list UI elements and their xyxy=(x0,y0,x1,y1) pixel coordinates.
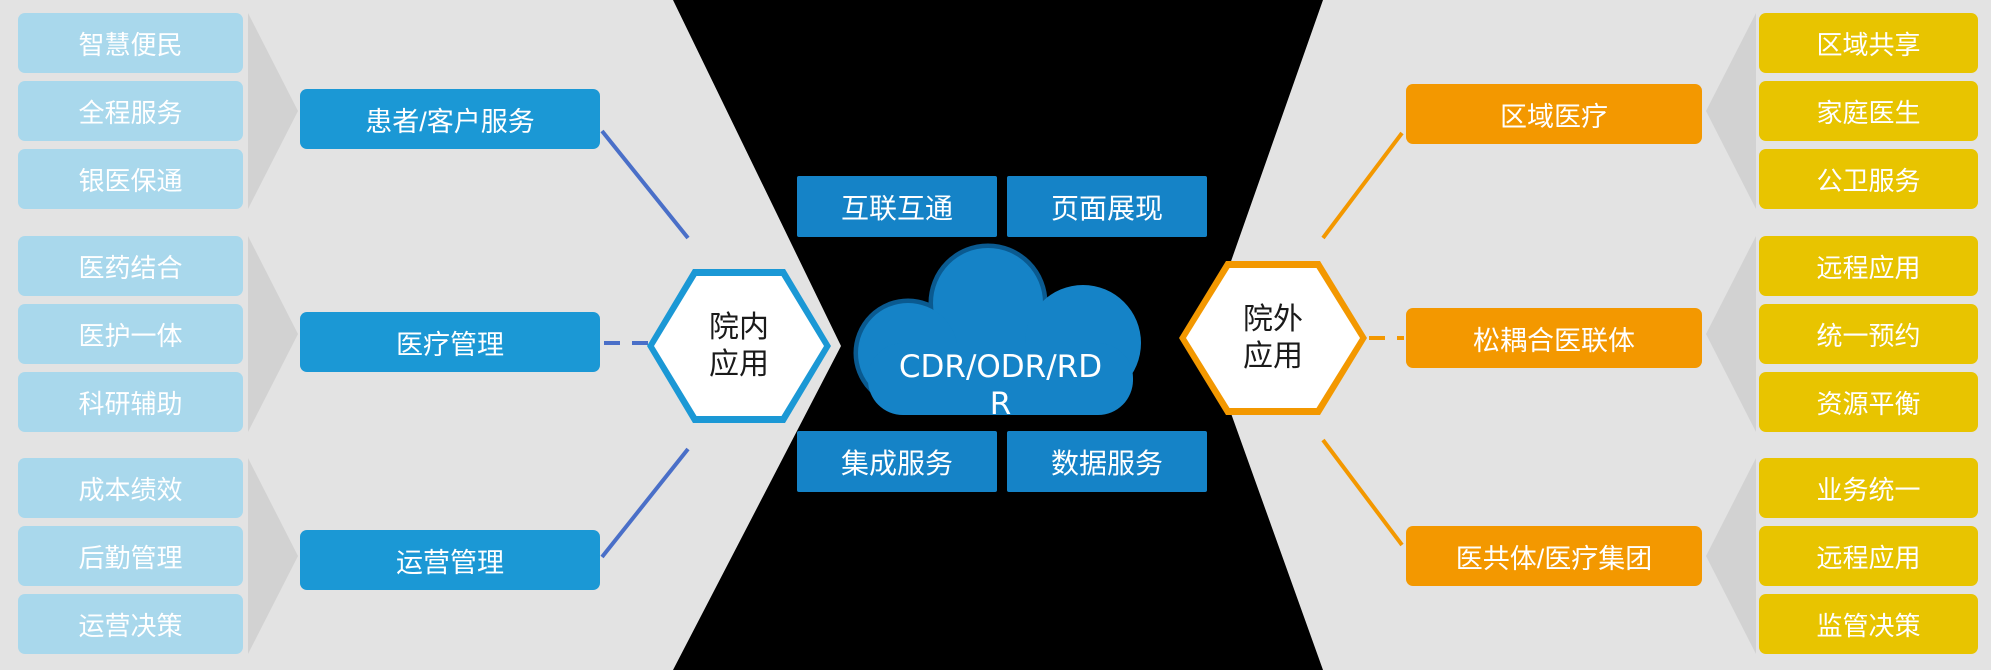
feature-box-remote-app-2: 远程应用 xyxy=(1759,526,1978,586)
feature-box-regional-share: 区域共享 xyxy=(1759,13,1978,73)
service-box-operation-management: 运营管理 xyxy=(300,530,600,590)
hexagon-inner-hospital-apps: 院内 应用 xyxy=(647,269,831,423)
platform-box-interconnect: 互联互通 xyxy=(797,176,997,237)
feature-box-operation-decision: 运营决策 xyxy=(18,594,243,654)
feature-box-doctor-nurse: 医护一体 xyxy=(18,304,243,364)
feature-box-research-assist: 科研辅助 xyxy=(18,372,243,432)
hexagon-label-line2: 应用 xyxy=(1243,340,1303,373)
platform-box-page-display: 页面展现 xyxy=(1007,176,1207,237)
feature-box-public-health: 公卫服务 xyxy=(1759,149,1978,209)
feature-box-smart-convenience: 智慧便民 xyxy=(18,13,243,73)
service-box-patient-customer: 患者/客户服务 xyxy=(300,89,600,149)
line-patient-to-inner-hex xyxy=(600,129,690,240)
service-box-medical-group: 医共体/医疗集团 xyxy=(1406,526,1702,586)
service-box-loose-alliance: 松耦合医联体 xyxy=(1406,308,1702,368)
hexagon-label-line2: 应用 xyxy=(709,348,769,381)
feature-box-family-doctor: 家庭医生 xyxy=(1759,81,1978,141)
hexagon-outer-hospital-apps: 院外 应用 xyxy=(1179,261,1367,415)
line-outer-hex-to-group xyxy=(1321,438,1404,547)
service-box-medical-management: 医疗管理 xyxy=(300,312,600,372)
feature-box-full-service: 全程服务 xyxy=(18,81,243,141)
hexagon-label-line1: 院内 xyxy=(709,310,769,344)
feature-box-resource-balance: 资源平衡 xyxy=(1759,372,1978,432)
platform-box-data-service: 数据服务 xyxy=(1007,431,1207,492)
platform-box-integration: 集成服务 xyxy=(797,431,997,492)
feature-box-bank-medical: 银医保通 xyxy=(18,149,243,209)
feature-box-remote-app: 远程应用 xyxy=(1759,236,1978,296)
cloud-icon xyxy=(853,243,1141,415)
line-outer-hex-to-regional xyxy=(1321,131,1404,240)
feature-box-cost-performance: 成本绩效 xyxy=(18,458,243,518)
feature-box-logistics: 后勤管理 xyxy=(18,526,243,586)
feature-box-unified-booking: 统一预约 xyxy=(1759,304,1978,364)
feature-box-medicine-combined: 医药结合 xyxy=(18,236,243,296)
cloud-label: CDR/ODR/RDR xyxy=(898,348,1103,422)
feature-box-supervision: 监管决策 xyxy=(1759,594,1978,654)
service-box-regional-medical: 区域医疗 xyxy=(1406,84,1702,144)
hexagon-label-line1: 院外 xyxy=(1243,302,1303,336)
data-center-cloud: CDR/ODR/RDR xyxy=(848,243,1153,423)
line-operation-to-inner-hex xyxy=(600,447,690,559)
feature-box-business-unified: 业务统一 xyxy=(1759,458,1978,518)
